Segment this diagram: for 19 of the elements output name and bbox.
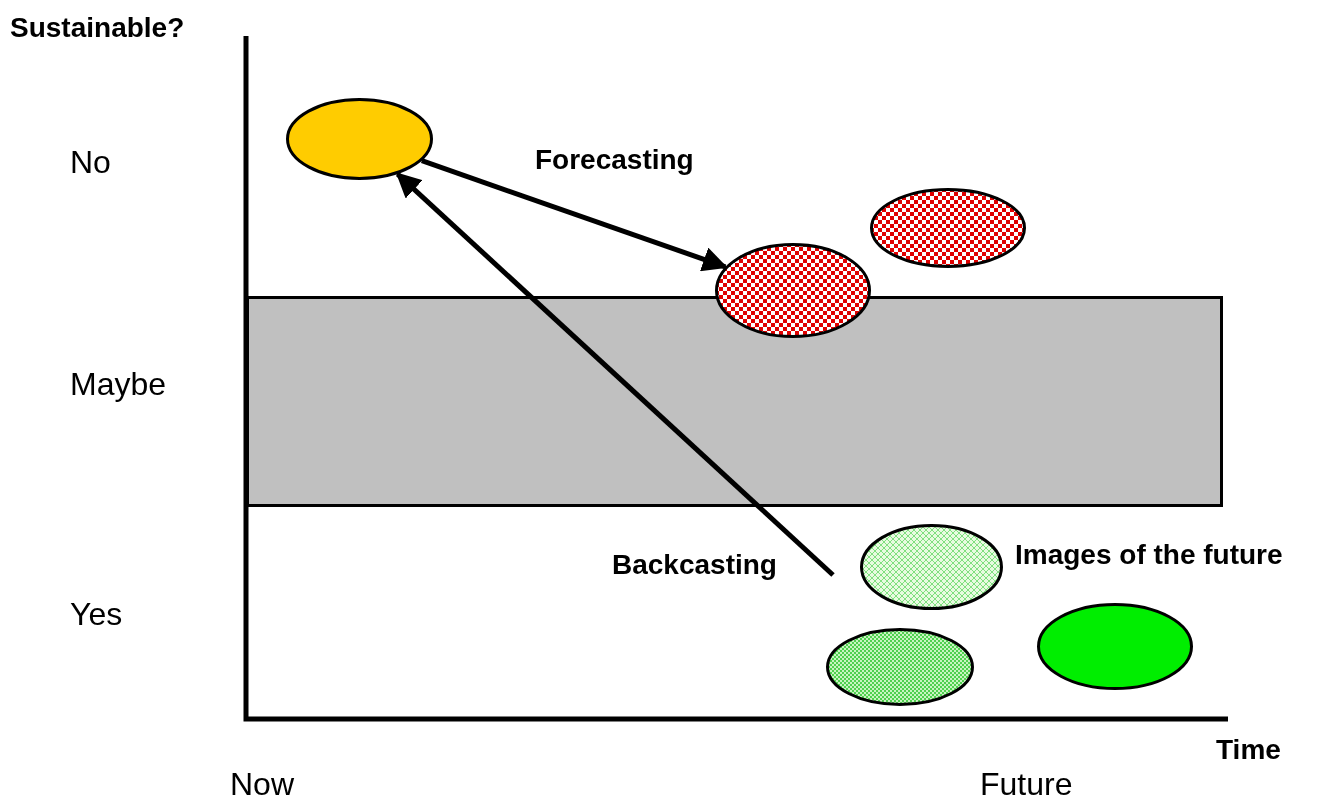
ellipse: [826, 628, 974, 706]
ellipse: [715, 243, 871, 338]
axis-label: Maybe: [70, 368, 167, 400]
ellipse-label: Images of the future: [1015, 541, 1283, 569]
axis-label: Yes: [70, 598, 123, 630]
ellipse: [1037, 603, 1193, 690]
band: [246, 296, 1223, 507]
edge-label: Backcasting: [612, 551, 777, 579]
axis-label: Now: [230, 768, 294, 800]
edge-label: Forecasting: [535, 146, 694, 174]
ellipse: [286, 98, 433, 180]
axis-label: Sustainable?: [10, 14, 185, 42]
axis-label: Time: [1216, 736, 1281, 764]
axis-label: No: [70, 146, 111, 178]
arrow: [421, 158, 728, 272]
arrow: [395, 172, 835, 577]
ellipse: [860, 524, 1003, 610]
axis-label: Future: [980, 768, 1073, 800]
ellipse: [870, 188, 1026, 268]
